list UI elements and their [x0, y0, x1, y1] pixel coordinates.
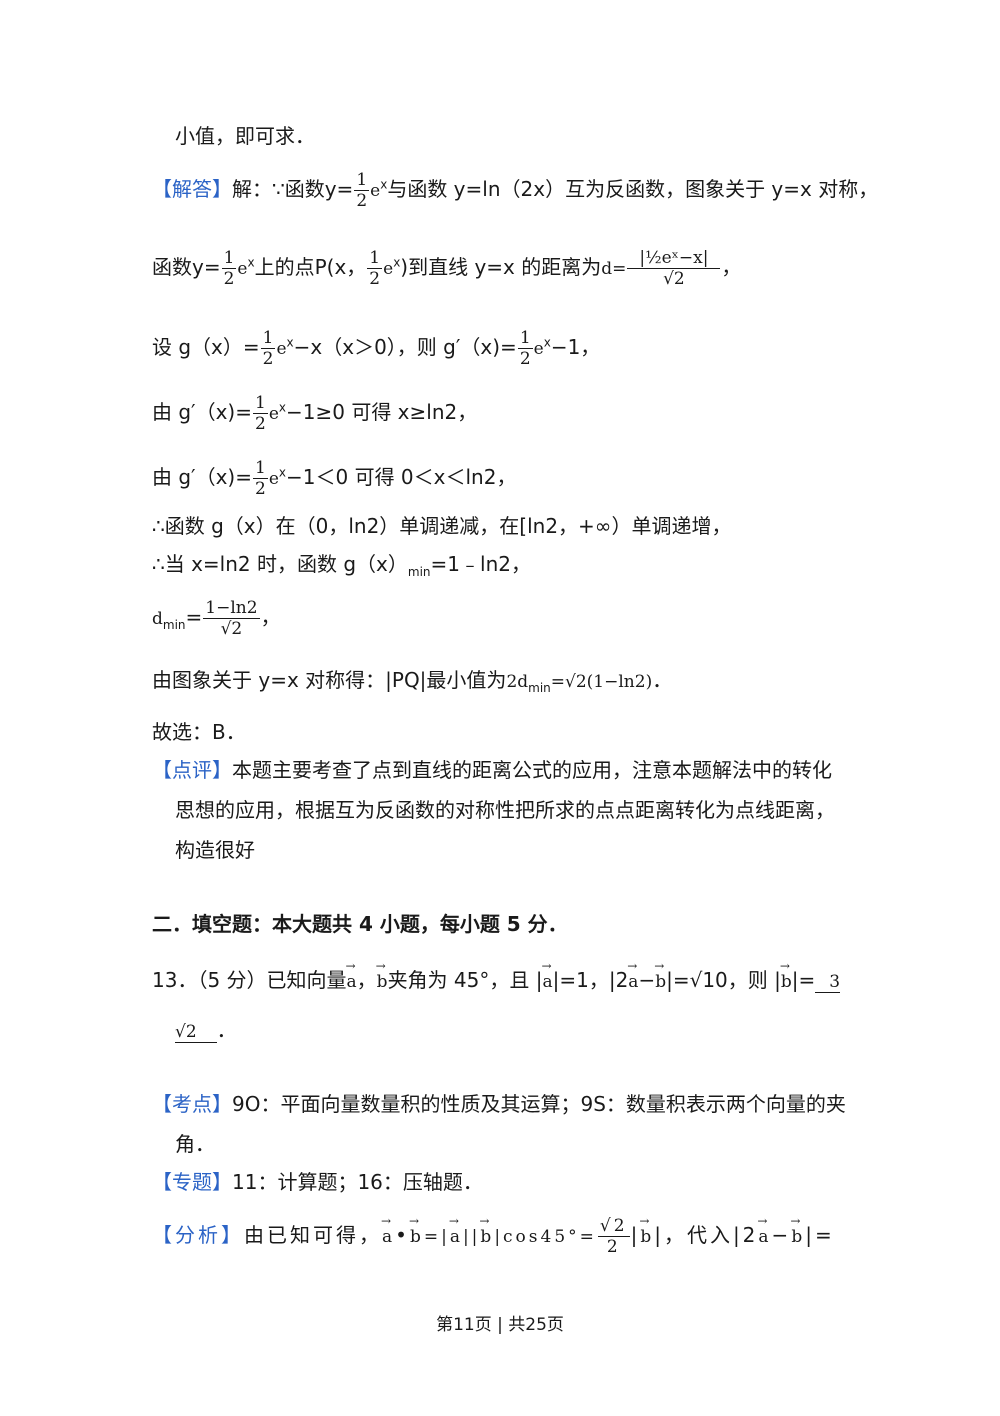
fenxi-tag: 【分析】 — [152, 1223, 244, 1247]
section-heading: 二．填空题：本大题共 4 小题，每小题 5 分． — [152, 912, 568, 936]
line-1: 小值，即可求． — [175, 124, 315, 148]
answer-blank-1: 3 — [815, 972, 841, 993]
dmin-line: dmin=1−ln2√2， — [152, 598, 281, 639]
kaodian-tag: 【考点】 — [152, 1092, 232, 1116]
review-tag: 【点评】 — [152, 758, 232, 782]
review-line-3: 构造很好 — [175, 838, 255, 862]
page-footer: 第11页 | 共25页 — [436, 1315, 564, 1335]
monotonic-line: ∴函数 g（x）在（0，ln2）单调递减，在[ln2，+∞）单调递增， — [152, 514, 732, 538]
answer-blank-2: √2 — [175, 1022, 217, 1043]
answer-tag: 【解答】 — [152, 177, 232, 201]
question-13: 13．（5 分）已知向量a，b夹角为 45°，且 |a|=1，|2a−b|=√1… — [152, 952, 841, 996]
question-13-answer: √2． — [175, 1018, 237, 1043]
choice-line: 故选：B． — [152, 720, 246, 744]
kaodian-line-2: 角． — [175, 1132, 215, 1156]
review-line-2: 思想的应用，根据互为反函数的对称性把所求的点点距离转化为点线距离， — [175, 798, 835, 822]
zhuanti-tag: 【专题】 — [152, 1170, 232, 1194]
zhuanti-line: 【专题】11：计算题；16：压轴题． — [152, 1170, 483, 1194]
distance-fraction: |½eˣ−x|√2 — [627, 248, 721, 289]
min-value-line: ∴当 x=ln2 时，函数 g（x）min=1﹣ln2， — [152, 552, 531, 579]
kaodian-line-1: 【考点】9O：平面向量数量积的性质及其运算；9S：数量积表示两个向量的夹 — [152, 1092, 846, 1116]
fenxi-line: 【分析】由已知可得，a•b=|a||b|cos45°=√22|b|，代入|2a−… — [152, 1207, 835, 1257]
review-line-1: 【点评】本题主要考查了点到直线的距离公式的应用，注意本题解法中的转化 — [152, 758, 832, 782]
pq-min-line: 由图象关于 y=x 对称得：|PQ|最小值为2dmin=√2(1−ln2)． — [152, 668, 673, 695]
